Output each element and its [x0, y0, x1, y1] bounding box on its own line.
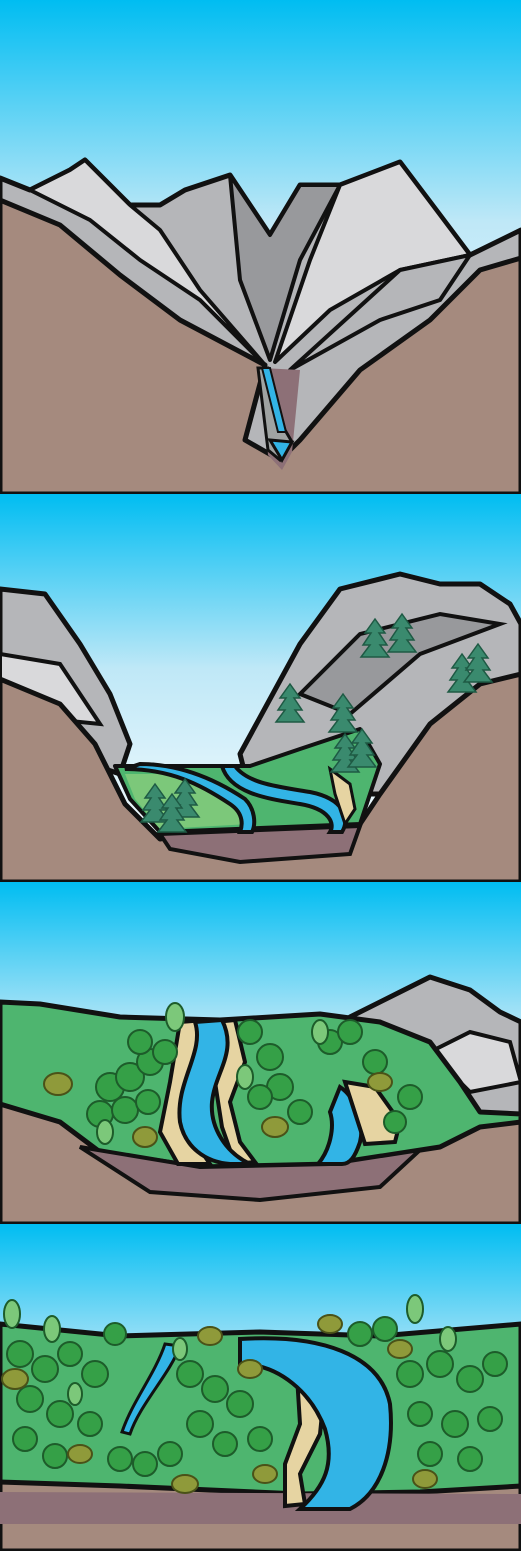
stage-4-illustration [0, 1224, 521, 1551]
stage-1-v-valley [0, 0, 521, 494]
stage-2-widening-valley [0, 494, 521, 882]
stage-3-meandering-valley [0, 882, 521, 1224]
stage-1-illustration [0, 0, 521, 494]
stage-2-illustration [0, 494, 521, 882]
valley-bedrock [0, 1492, 521, 1524]
stage-4-mature-floodplain [0, 1224, 521, 1551]
stage-3-illustration [0, 882, 521, 1224]
